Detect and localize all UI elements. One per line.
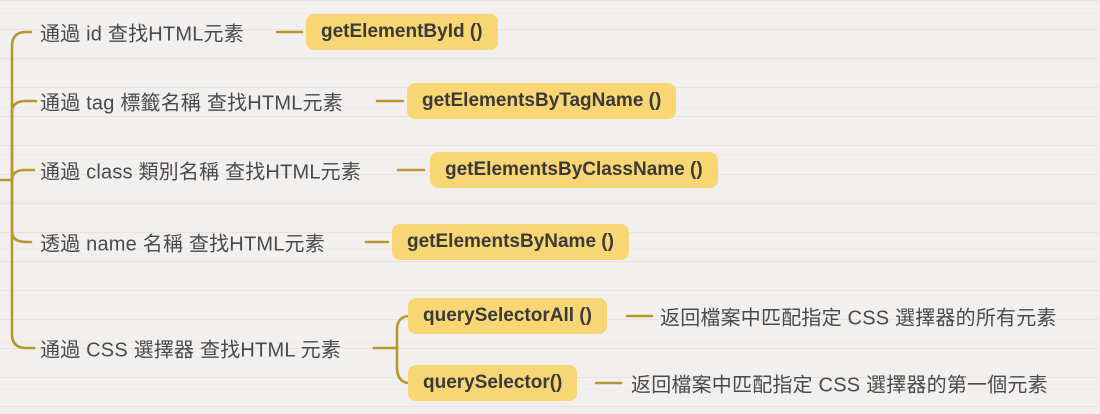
method-getelementbyid[interactable]: getElementById () — [306, 14, 498, 50]
method-getelementsbyname[interactable]: getElementsByName () — [392, 224, 629, 260]
css-branch-upper — [395, 314, 412, 350]
branch-line-2 — [10, 99, 38, 182]
topic-find-by-class[interactable]: 通過 class 類別名稱 查找HTML元素 — [40, 161, 362, 184]
branch-line-3 — [10, 168, 36, 182]
branch-line-4 — [10, 178, 33, 244]
topic-find-by-tag[interactable]: 通過 tag 標籤名稱 查找HTML元素 — [40, 92, 343, 115]
description-queryselector[interactable]: 返回檔案中匹配指定 CSS 選擇器的第一個元素 — [631, 374, 1048, 397]
method-getelementsbytagname[interactable]: getElementsByTagName () — [407, 83, 677, 119]
branch-line-1 — [10, 30, 33, 182]
topic-find-by-id[interactable]: 通過 id 查找HTML元素 — [40, 23, 244, 46]
method-queryselectorall[interactable]: querySelectorAll () — [408, 298, 607, 334]
topic-find-by-name[interactable]: 透過 name 名稱 查找HTML元素 — [40, 233, 325, 256]
method-getelementsbyclassname[interactable]: getElementsByClassName () — [430, 152, 718, 188]
description-queryselectorall[interactable]: 返回檔案中匹配指定 CSS 選擇器的所有元素 — [660, 307, 1057, 330]
branch-line-5 — [10, 178, 36, 350]
css-branch-lower — [395, 346, 412, 385]
topic-find-by-css-selector[interactable]: 通過 CSS 選擇器 查找HTML 元素 — [40, 339, 342, 362]
method-queryselector[interactable]: querySelector() — [408, 365, 578, 401]
